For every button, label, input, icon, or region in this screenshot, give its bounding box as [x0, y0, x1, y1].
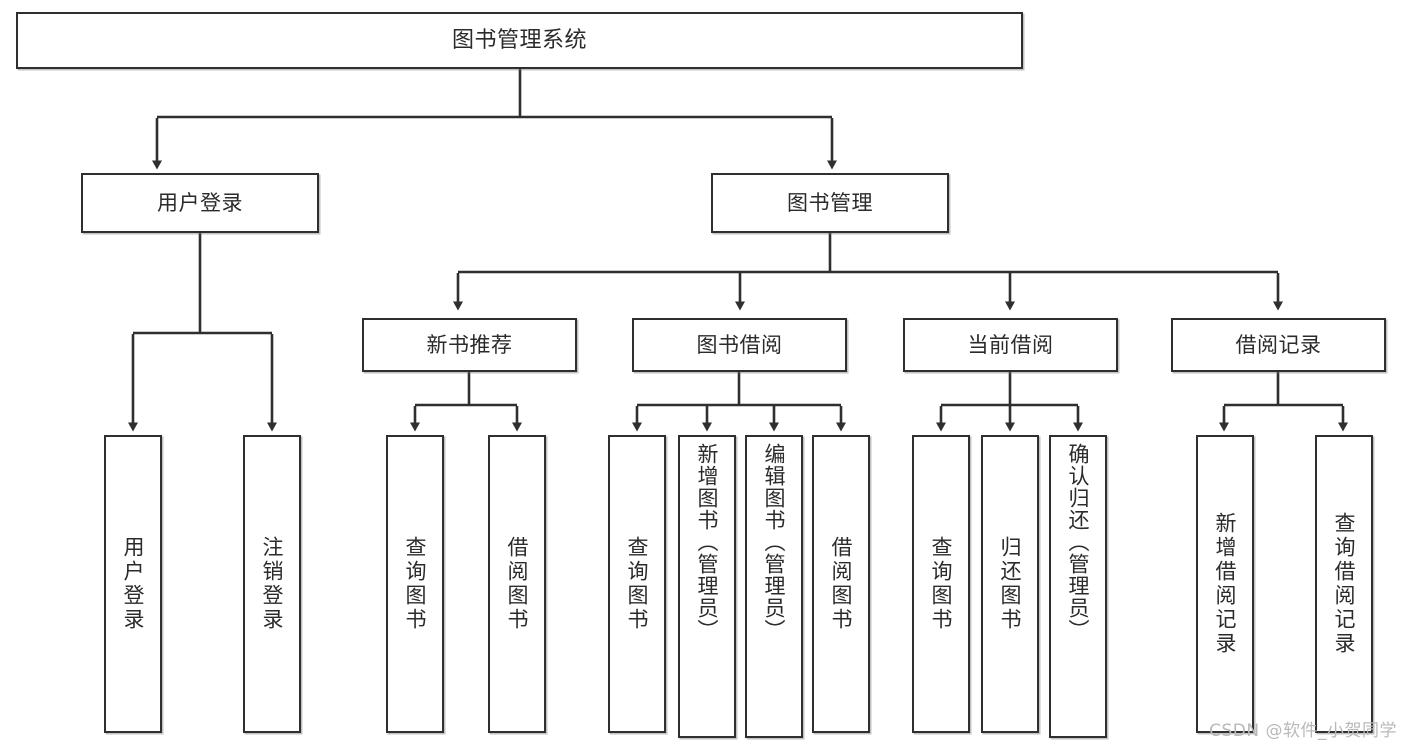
- node-root-book-management-system[interactable]: 图书管理系统: [16, 12, 1023, 69]
- node-label: 借阅图书: [829, 536, 854, 632]
- node-label: 图书借阅: [696, 332, 783, 357]
- node-label: 编辑图书（管理员）: [762, 443, 787, 641]
- node-label: 查询借阅记录: [1332, 512, 1357, 656]
- node-label: 图书管理系统: [451, 27, 587, 53]
- leaf-user-login[interactable]: 用户登录: [104, 435, 162, 733]
- node-new-book-recommend[interactable]: 新书推荐: [362, 318, 577, 372]
- node-label: 借阅记录: [1235, 332, 1322, 357]
- node-label: 新增图书（管理员）: [695, 443, 720, 641]
- node-label: 图书管理: [787, 190, 873, 215]
- leaf-add-borrow-record[interactable]: 新增借阅记录: [1196, 435, 1254, 733]
- node-user-login[interactable]: 用户登录: [81, 173, 319, 233]
- csdn-watermark: CSDN @软件_小贺同学: [1209, 721, 1397, 741]
- node-label: 新书推荐: [426, 332, 513, 357]
- leaf-borrow-book-borrow[interactable]: 借阅图书: [812, 435, 870, 733]
- node-current-borrow[interactable]: 当前借阅: [903, 318, 1118, 372]
- node-label: 用户登录: [157, 190, 243, 215]
- node-label: 归还图书: [998, 536, 1023, 632]
- leaf-logout-login[interactable]: 注销登录: [243, 435, 301, 733]
- leaf-query-book-borrow[interactable]: 查询图书: [608, 435, 666, 733]
- node-label: 新增借阅记录: [1213, 512, 1238, 656]
- node-label: 查询图书: [929, 536, 954, 632]
- leaf-query-book-current[interactable]: 查询图书: [912, 435, 970, 733]
- node-book-borrow[interactable]: 图书借阅: [632, 318, 847, 372]
- node-borrow-record[interactable]: 借阅记录: [1171, 318, 1386, 372]
- node-label: 当前借阅: [967, 332, 1054, 357]
- leaf-query-book-recommend[interactable]: 查询图书: [386, 435, 444, 733]
- leaf-query-borrow-record[interactable]: 查询借阅记录: [1315, 435, 1373, 733]
- leaf-confirm-return-admin[interactable]: 确认归还（管理员）: [1049, 435, 1107, 738]
- node-label: 确认归还（管理员）: [1066, 443, 1091, 641]
- leaf-edit-book-admin[interactable]: 编辑图书（管理员）: [745, 435, 803, 738]
- leaf-return-book[interactable]: 归还图书: [981, 435, 1039, 733]
- leaf-borrow-book-recommend[interactable]: 借阅图书: [488, 435, 546, 733]
- node-book-manage[interactable]: 图书管理: [711, 173, 949, 233]
- leaf-add-book-admin[interactable]: 新增图书（管理员）: [678, 435, 736, 738]
- node-label: 借阅图书: [505, 536, 530, 632]
- node-label: 注销登录: [260, 536, 285, 632]
- node-label: 查询图书: [403, 536, 428, 632]
- node-label: 用户登录: [121, 536, 146, 632]
- node-label: 查询图书: [625, 536, 650, 632]
